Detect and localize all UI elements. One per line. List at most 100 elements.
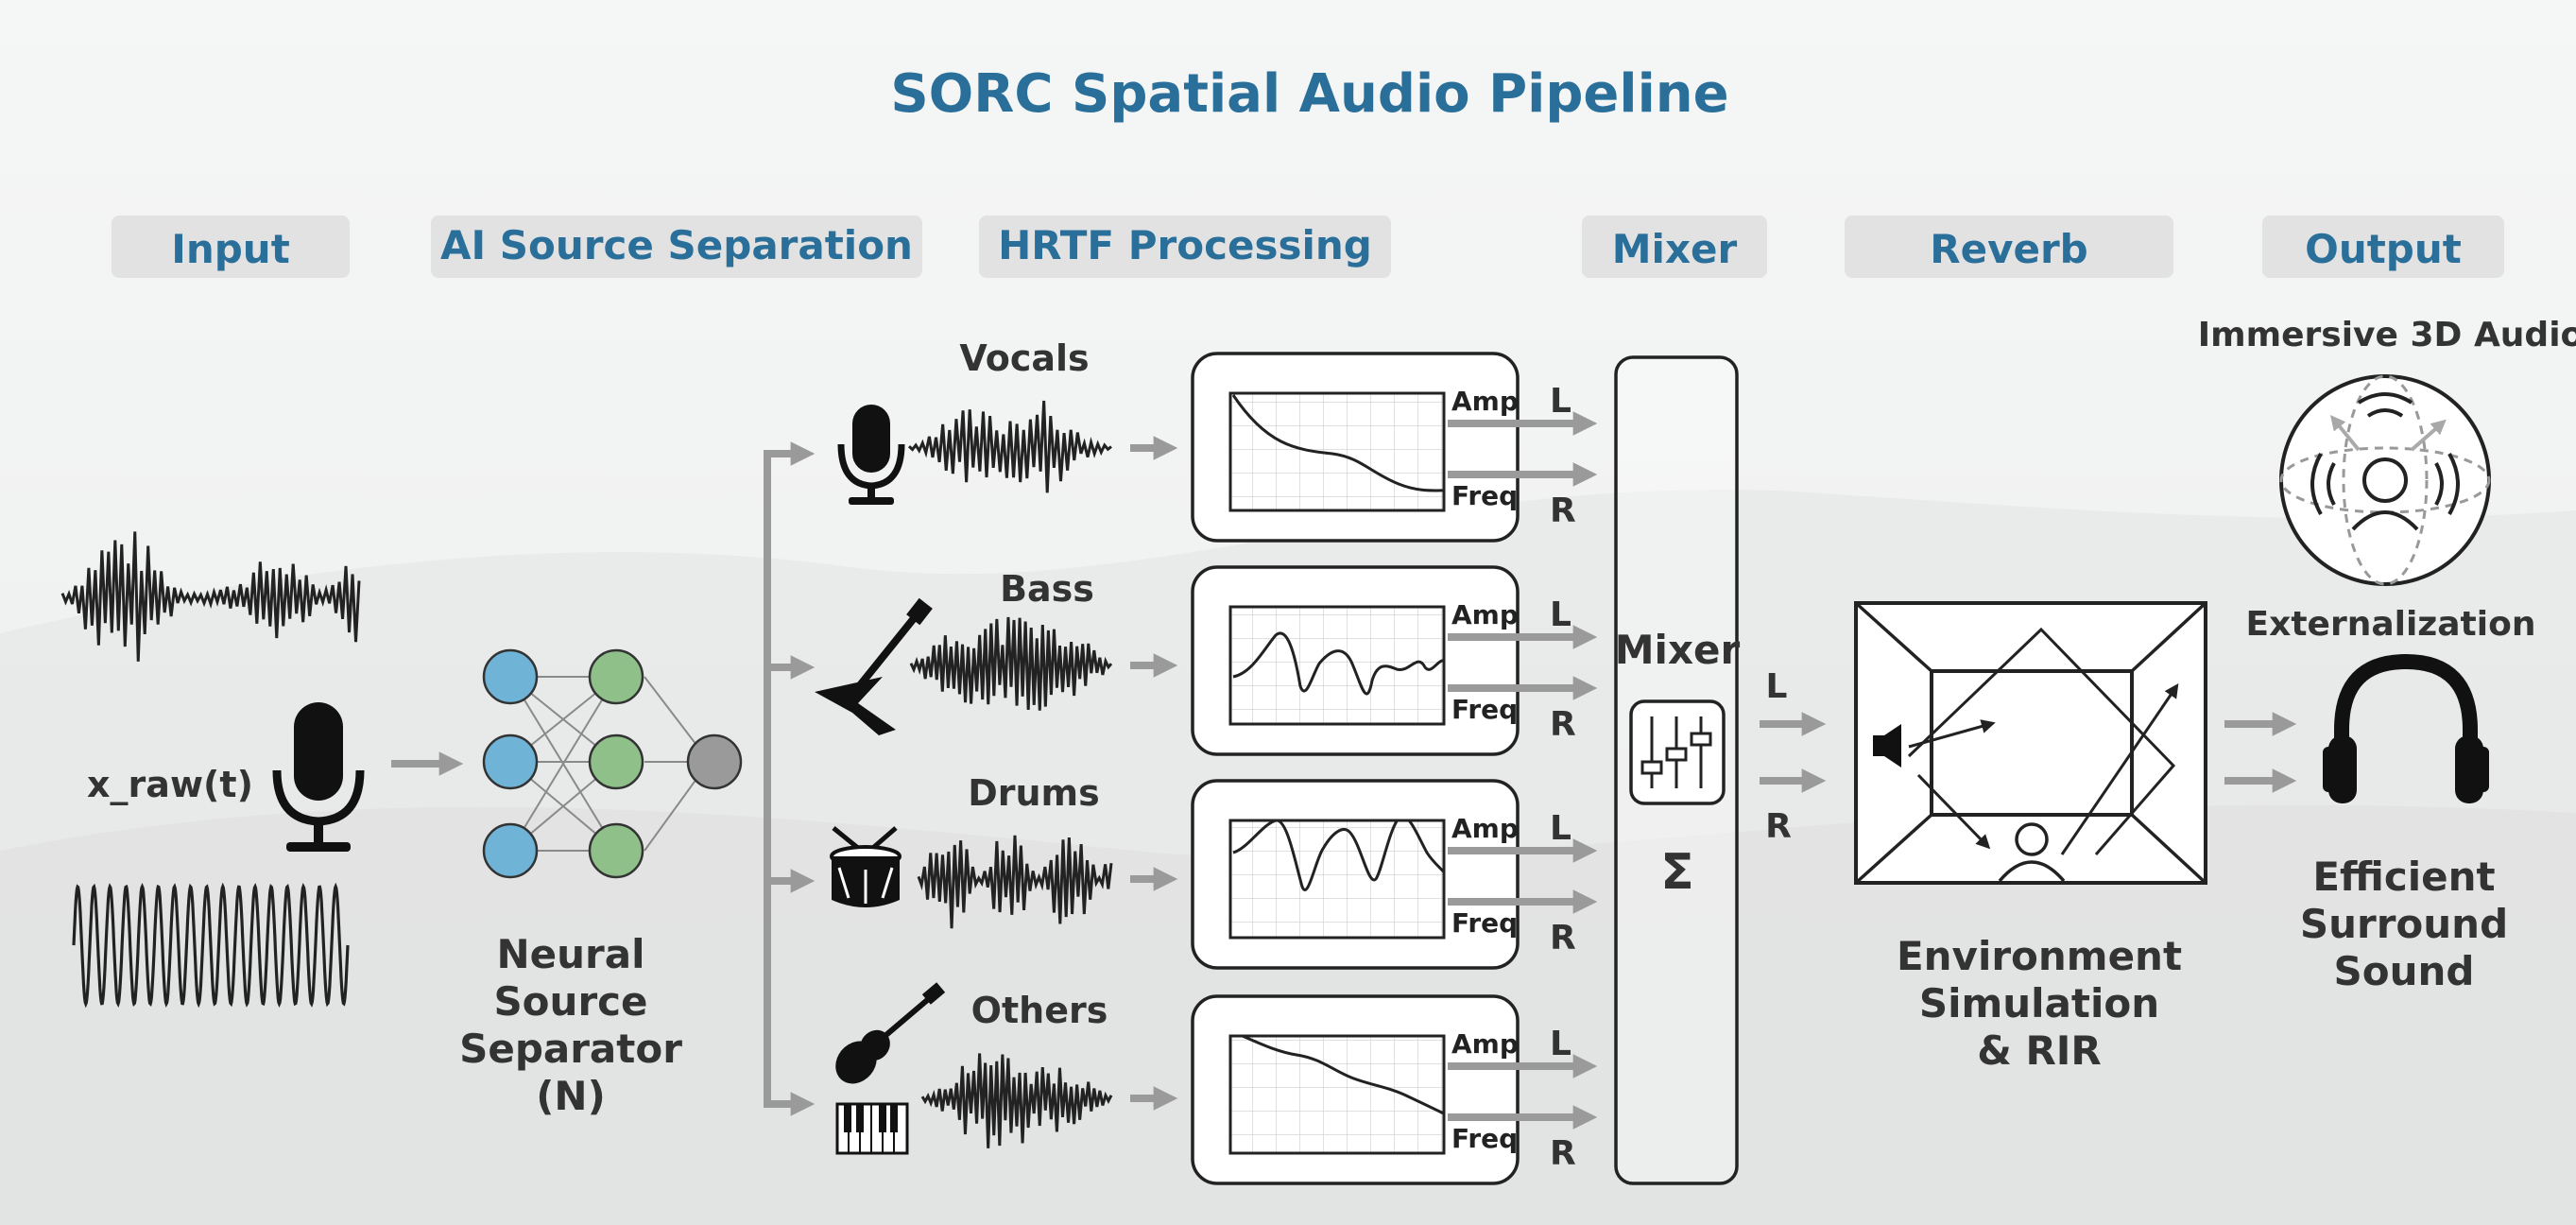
reverb-label-1: Environment [1897,933,2182,979]
input-node [482,822,539,879]
input-section: x_raw(t) [60,531,464,1009]
hidden-node [588,822,644,879]
mixer-label: Mixer [1615,627,1741,673]
header-output-box [2262,216,2504,278]
source-row-vocals: Vocals [837,337,1178,505]
reverb-label-2: Simulation [1919,980,2159,1027]
output-node [686,733,743,790]
header-input-box [112,216,350,278]
source-label: Bass [1000,568,1094,610]
microphone-icon [837,405,905,505]
hidden-node [588,733,644,790]
source-row-drums: Drums [830,772,1178,929]
headphones-icon [2323,653,2489,803]
listener-icon [1998,822,2066,883]
right-channel-label: R [1550,919,1576,958]
output-label-3: Sound [2334,948,2475,994]
left-channel-label: L [1550,382,1571,421]
stage-headers: Input AI Source Separation HRTF Processi… [112,216,2504,278]
sine-waveform [72,882,350,1009]
amp-axis-label: Amp [1451,599,1519,630]
header-separation-box [431,216,922,278]
hrtf-response-curve [1232,631,1444,696]
mixer-left-label: L [1766,667,1788,706]
freq-axis-label: Freq [1451,480,1518,511]
header-mixer: Mixer [1612,226,1738,272]
right-channel-label: R [1550,492,1576,530]
output-label-2: Surround [2300,901,2508,947]
page-title: SORC Spatial Audio Pipeline [890,63,1728,125]
left-channel-label: L [1550,1025,1571,1063]
branch-bracket [764,441,816,1116]
speaker-icon [1873,724,1901,768]
source-label: Others [971,990,1108,1031]
amp-axis-label: Amp [1451,1028,1519,1060]
left-channel-label: L [1550,595,1571,634]
hrtf-plot-area [1228,819,1446,940]
hrtf-response-curve [1232,820,1444,891]
freq-axis-label: Freq [1451,694,1518,725]
output-label-1: Efficient [2312,854,2495,900]
source-waveform [909,616,1113,711]
hrtf-plot-area [1228,391,1446,512]
header-input: Input [171,226,290,272]
hrtf-response-curve [1231,394,1444,492]
hidden-node [588,648,644,705]
output-section: Immersive 3D Audio Externalization Effic… [2198,316,2576,994]
right-channel-label: R [1550,705,1576,744]
reverb-room: Environment Simulation & RIR [1854,601,2207,1074]
immersive-label: Immersive 3D Audio [2198,316,2576,354]
header-reverb-box [1845,216,2173,278]
source-row-others: Others [835,982,1178,1155]
mixer-outputs: L R [1760,667,1827,846]
header-hrtf-box [979,216,1391,278]
sum-symbol: Σ [1660,844,1694,901]
separator-label-3: Separator [459,1026,682,1072]
source-label: Vocals [959,337,1089,379]
neural-separator: Neural Source Separator (N) [459,648,743,1119]
hrtf-response-curve [1238,1036,1444,1115]
input-node [482,648,539,705]
source-waveform [920,1053,1113,1148]
header-output: Output [2305,226,2462,272]
hrtf-plot-area [1228,1034,1446,1155]
input-signal-label: x_raw(t) [87,764,253,805]
room-inner [1930,669,2134,817]
freq-axis-label: Freq [1451,907,1518,939]
right-channel-label: R [1550,1134,1576,1173]
input-node [482,733,539,790]
source-row-bass: Bass [815,568,1178,735]
input-microphone-icon [272,702,365,852]
piano-keys-icon [835,1102,909,1155]
fader-icon [1629,699,1726,805]
drum-icon [830,826,902,907]
source-waveform [907,400,1112,493]
sphere-listener-icon [2279,374,2491,586]
separator-label-2: Source [493,978,647,1025]
left-channel-label: L [1550,809,1571,848]
header-separation: AI Source Separation [440,222,913,268]
mixer-block: Mixer Σ [1614,355,1741,1185]
separator-label-1: Neural [497,931,645,977]
header-mixer-box [1582,216,1767,278]
acoustic-guitar-icon [835,982,946,1084]
source-waveform [917,835,1113,929]
mixer-right-label: R [1765,807,1792,846]
reverb-label-3: & RIR [1977,1027,2102,1074]
amp-axis-label: Amp [1451,813,1519,844]
raw-waveform [60,531,361,662]
externalization-label: Externalization [2246,605,2536,644]
separator-label-4: (N) [536,1073,606,1119]
header-reverb: Reverb [1930,226,2087,272]
header-hrtf: HRTF Processing [998,222,1372,268]
electric-guitar-icon [815,597,933,735]
amp-axis-label: Amp [1451,386,1519,417]
freq-axis-label: Freq [1451,1123,1518,1154]
source-label: Drums [968,772,1100,814]
